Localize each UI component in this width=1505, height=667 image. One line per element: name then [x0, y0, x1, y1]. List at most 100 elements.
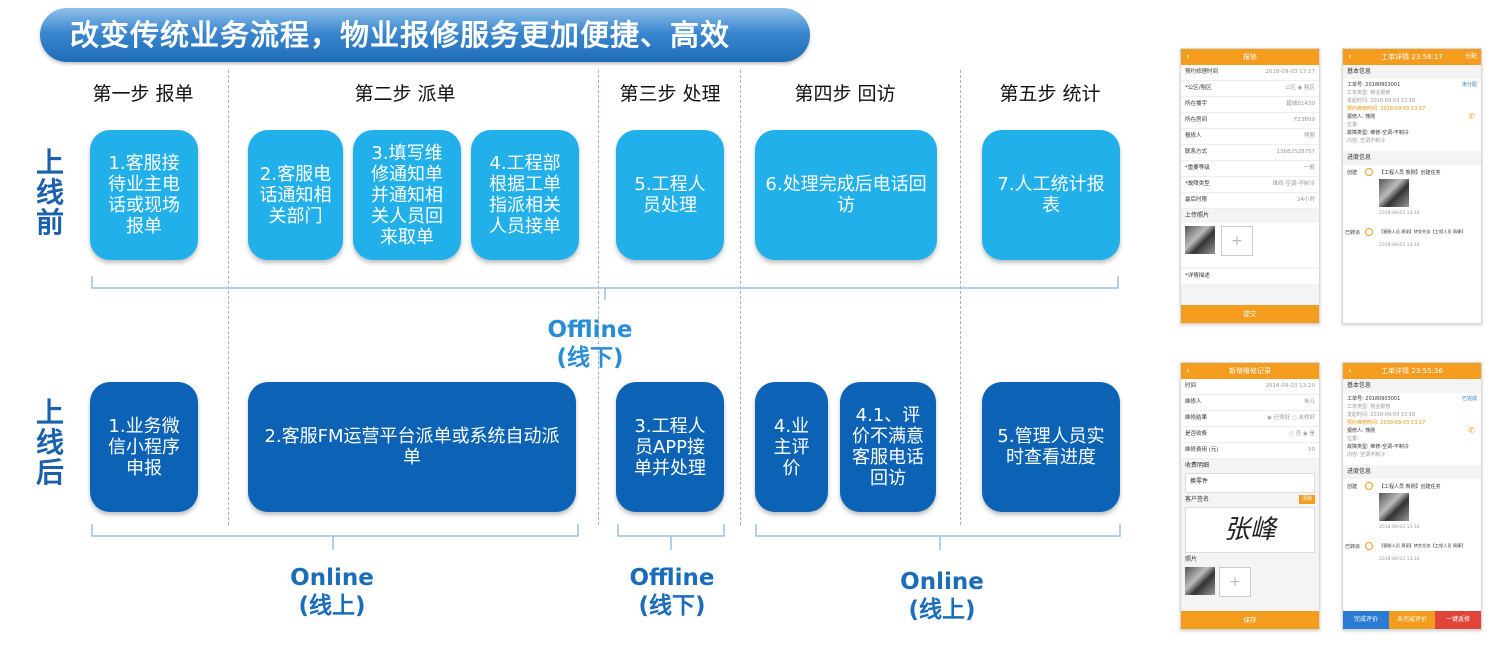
after-bracket-2	[617, 524, 725, 537]
p3-row-label: 是否收费	[1185, 431, 1208, 437]
progress-photo[interactable]	[1379, 493, 1409, 521]
phone4-title: 工单详情	[1381, 367, 1410, 375]
phone2-type: 工单类型: 物业报修	[1347, 90, 1391, 96]
phone1-header: ‹ 报修	[1181, 49, 1319, 65]
row-label-before: 上线前	[35, 146, 64, 239]
phone4-content: 内容: 空调不制冷	[1347, 452, 1386, 458]
p1-row-value: 维修-空调-不制冷	[1272, 181, 1315, 187]
after-step-4-1-box: 4.1、评价不满意客服电话回访	[840, 382, 936, 512]
after-bracket-1	[91, 524, 579, 537]
phone4-basic-info: 基本信息	[1343, 379, 1481, 393]
p1-row-label: 联系方式	[1185, 149, 1208, 155]
back-icon[interactable]: ‹	[1348, 52, 1352, 62]
phone1-detail-label: *详情描述	[1185, 273, 1210, 279]
p1-row[interactable]: 预约修理时间 2018-09-03 13:17	[1181, 65, 1319, 81]
step-5-label: 第五步 统计	[999, 83, 1101, 105]
phone3-material-input[interactable]: 换零件	[1185, 473, 1315, 493]
before-step-1-box: 1.客服接待业主电话或现场报单	[90, 130, 198, 260]
phone4-location: 位置:	[1347, 436, 1359, 442]
back-icon[interactable]: ‹	[1186, 366, 1190, 376]
p1-row[interactable]: *重要等级一般	[1181, 161, 1319, 177]
p1-row[interactable]: 最后时限 24小时	[1181, 193, 1319, 209]
p1-row[interactable]: *公区/租区公区 ◉ 租区	[1181, 81, 1319, 97]
phone2-status: 未分配	[1461, 82, 1477, 88]
after-online1-cn: (线上)	[298, 593, 366, 619]
p1-row-label: 所在楼宇	[1185, 101, 1208, 107]
add-photo-icon[interactable]: +	[1219, 567, 1251, 597]
p1-row-label: 预约修理时间	[1185, 69, 1219, 75]
photo-thumbnail[interactable]	[1185, 567, 1215, 595]
photo-thumbnail[interactable]	[1185, 226, 1215, 254]
back-icon[interactable]: ‹	[1348, 366, 1352, 376]
phone2-timeline: 创建 【工程人员 熊刚】创建任务 2018-09-03 13:16 已转派 【客…	[1343, 165, 1481, 275]
phone3-save-button[interactable]: 保存	[1181, 611, 1319, 629]
phone-icon[interactable]: ✆	[1468, 426, 1475, 435]
p1-row[interactable]: 所在楼宇碧城B1430	[1181, 97, 1319, 113]
before-step-3-box: 3.填写维修通知单并通知相关人员回来取单	[353, 130, 461, 260]
p1-row-label: *公区/租区	[1185, 85, 1212, 91]
after-step-2-box: 2.客服FM运营平台派单或系统自动派单	[248, 382, 576, 512]
p3-row[interactable]: 维修人朱凡	[1181, 395, 1319, 411]
p1-row-value: 24小时	[1297, 197, 1315, 203]
before-offline-en: Offline	[547, 317, 633, 343]
p1-row-value: 2018-09-03 13:17	[1265, 69, 1315, 75]
tl2-tag: 已转派	[1345, 544, 1361, 550]
phone4-progress: 进度信息	[1343, 465, 1481, 479]
tl2-text: 【客服人员 周丽】转交任务【工程人员 周康】	[1379, 229, 1466, 234]
divider-3	[740, 70, 741, 525]
tl1-time: 2018-09-03 13:16	[1379, 211, 1420, 216]
phone4-header: ‹ 工单详情 23:55:36	[1343, 363, 1481, 379]
phone1-upload-label: 上传照片	[1181, 209, 1319, 223]
p3-row[interactable]: 维修费用 (元)50	[1181, 443, 1319, 459]
phone1-detail-row[interactable]: *详情描述	[1181, 269, 1319, 285]
phone2-basic-info: 基本信息	[1343, 65, 1481, 79]
phone4-order-no: 工单号: 20180903001	[1347, 396, 1401, 402]
progress-photo[interactable]	[1379, 179, 1409, 207]
phone4-fault: 故障类型: 维修-空调-不制冷	[1347, 444, 1409, 450]
after-online2-en: Online	[900, 569, 984, 595]
p1-row-label: 最后时限	[1185, 197, 1208, 203]
complete-evaluation-button[interactable]: 完成评价	[1343, 611, 1389, 629]
back-icon[interactable]: ‹	[1186, 52, 1190, 62]
timeline-dot	[1365, 542, 1373, 550]
after-online1-en: Online	[290, 565, 374, 591]
add-photo-icon[interactable]: +	[1221, 226, 1253, 256]
tl1-text: 【工程人员 熊刚】创建任务	[1379, 170, 1441, 176]
after-offline-en: Offline	[629, 565, 715, 591]
tl1-tag: 创建	[1347, 170, 1358, 176]
p1-row[interactable]: 报修人熊刚	[1181, 129, 1319, 145]
phone4-status: 已完成	[1461, 396, 1477, 402]
signature-pad[interactable]: 张峰	[1185, 507, 1315, 553]
phone2-appoint: 预约维修时间: 2018-09-03 13:17	[1347, 106, 1426, 112]
step-4-label: 第四步 回访	[794, 83, 896, 105]
phone2-assign-link[interactable]: 分配	[1464, 53, 1477, 60]
phone3-photo-area: +	[1181, 567, 1319, 597]
phone2-time: 23:58:17	[1411, 53, 1443, 61]
phone-icon[interactable]: ✆	[1468, 112, 1475, 121]
phone3-header: ‹ 新增维修记录	[1181, 363, 1319, 379]
timeline-dot	[1365, 482, 1373, 490]
phone1-submit-button[interactable]: 提交	[1181, 305, 1319, 323]
p3-row[interactable]: 维修结果◉ 已修好 ○ 未修好	[1181, 411, 1319, 427]
clear-signature-button[interactable]: 清除	[1298, 495, 1315, 504]
phone2-fault: 故障类型: 维修-空调-不制冷	[1347, 130, 1409, 136]
p3-row[interactable]: 是否收费○ 否 ◉ 是	[1181, 427, 1319, 443]
page-title: 改变传统业务流程，物业报修服务更加便捷、高效	[70, 18, 731, 52]
after-step-4-box: 4.业主评价	[755, 382, 828, 512]
tl1-text: 【工程人员 熊刚】创建任务	[1379, 484, 1441, 490]
divider-1	[228, 70, 229, 525]
phone2-time-line: 发起时间: 2018-09-03 13:16	[1347, 98, 1416, 104]
before-offline-cn: (线下)	[556, 345, 624, 371]
before-step-2-box: 2.客服电话通知相关部门	[248, 130, 343, 260]
incomplete-evaluation-button[interactable]: 未完成评价	[1389, 611, 1435, 629]
p1-row-value: 熊刚	[1303, 133, 1315, 139]
phone4-action-bar: 完成评价 未完成评价 一键返修	[1343, 611, 1481, 629]
step-1-label: 第一步 报单	[92, 83, 194, 105]
p1-row[interactable]: *故障类型维修-空调-不制冷	[1181, 177, 1319, 193]
one-click-rework-button[interactable]: 一键返修	[1435, 611, 1481, 629]
